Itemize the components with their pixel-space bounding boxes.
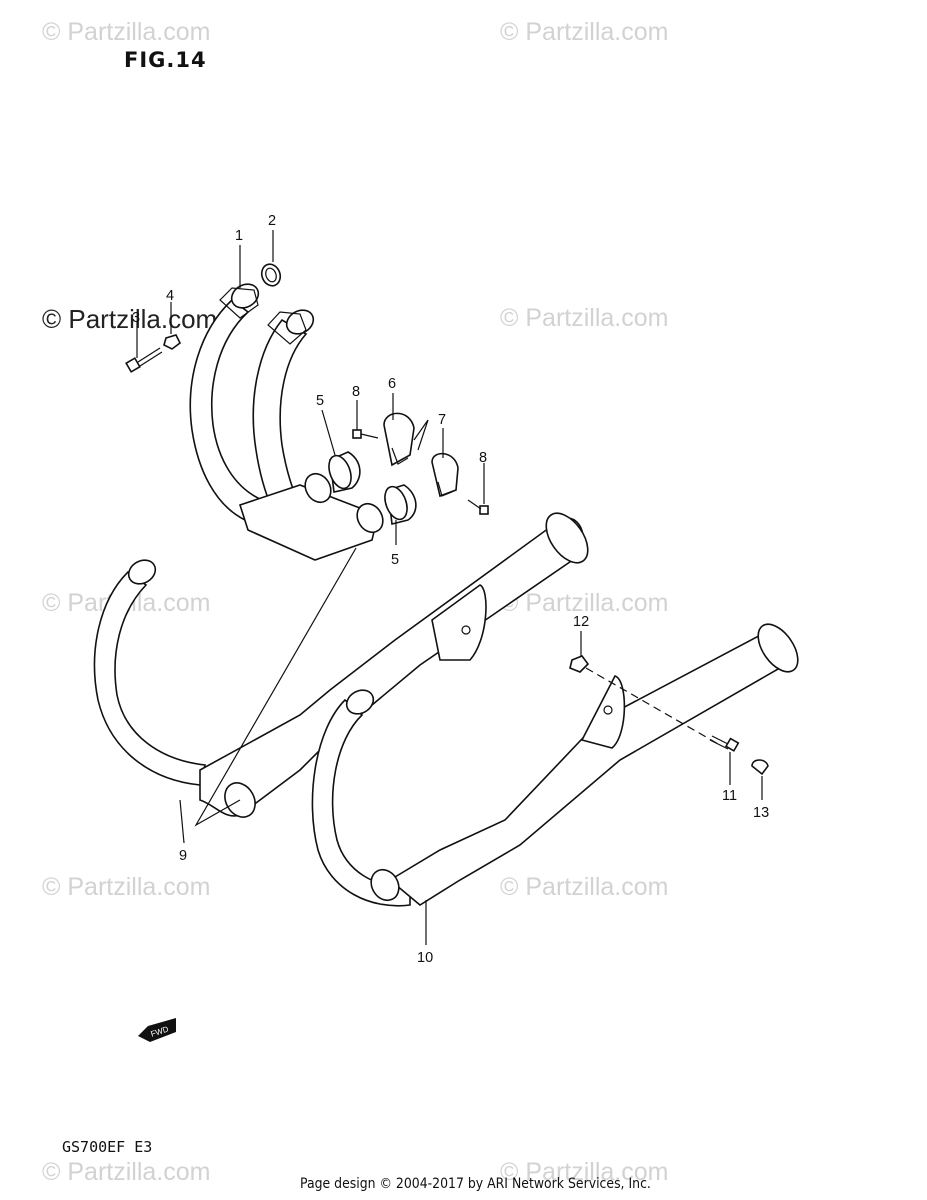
right-muffler-assembly: [311, 623, 799, 907]
left-muffler-assembly: [93, 512, 589, 818]
watermark: © Partzilla.com: [42, 304, 218, 334]
model-code: GS700EF E3: [62, 1138, 153, 1156]
leader-lines: [136, 230, 763, 945]
page-credit: Page design © 2004-2017 by ARI Network S…: [300, 1176, 651, 1192]
callout-10: 10: [417, 950, 433, 966]
header-pipe-assembly: [189, 283, 384, 561]
watermark: © Partzilla.com: [500, 873, 669, 901]
callout-1: 1: [235, 228, 243, 244]
watermark: © Partzilla.com: [42, 1158, 211, 1186]
callout-2: 2: [268, 213, 276, 229]
callout-4: 4: [166, 288, 174, 304]
muffler-clamp: [383, 412, 415, 467]
watermark: © Partzilla.com: [500, 18, 669, 46]
watermark: © Partzilla.com: [42, 873, 211, 901]
figure-title: FIG.14: [124, 48, 207, 72]
clamp-bolt: [467, 499, 489, 515]
cap: [751, 759, 769, 776]
callout-13: 13: [753, 805, 769, 821]
callout-7: 7: [438, 412, 446, 428]
connector-pipe: [384, 484, 417, 525]
watermark: © Partzilla.com: [500, 304, 669, 332]
muffler-bolt: [709, 735, 740, 752]
watermark: © Partzilla.com: [500, 589, 669, 617]
watermark: © Partzilla.com: [500, 1158, 669, 1186]
clamp-bolt: [352, 429, 379, 439]
muffler-clamp: [431, 452, 459, 498]
connector-pipe: [328, 451, 361, 493]
watermark: © Partzilla.com: [42, 18, 211, 46]
callout-labels: 1 2 3 4 5 5 6 7 8 8 9 10 11 12 13: [132, 213, 769, 966]
callout-8: 8: [352, 384, 360, 400]
bolt: [125, 347, 163, 373]
muffler-nut: [569, 655, 590, 673]
callout-9: 9: [179, 848, 187, 864]
callout-11: 11: [722, 788, 737, 804]
nut: [163, 334, 182, 350]
exhaust-gasket: [260, 263, 282, 287]
callout-5: 5: [391, 552, 399, 568]
callout-12: 12: [573, 614, 589, 630]
callout-3: 3: [132, 310, 140, 326]
fwd-arrow-icon: FWD: [138, 1018, 176, 1042]
callout-8: 8: [479, 450, 487, 466]
callout-6: 6: [388, 376, 396, 392]
callout-5: 5: [316, 393, 324, 409]
